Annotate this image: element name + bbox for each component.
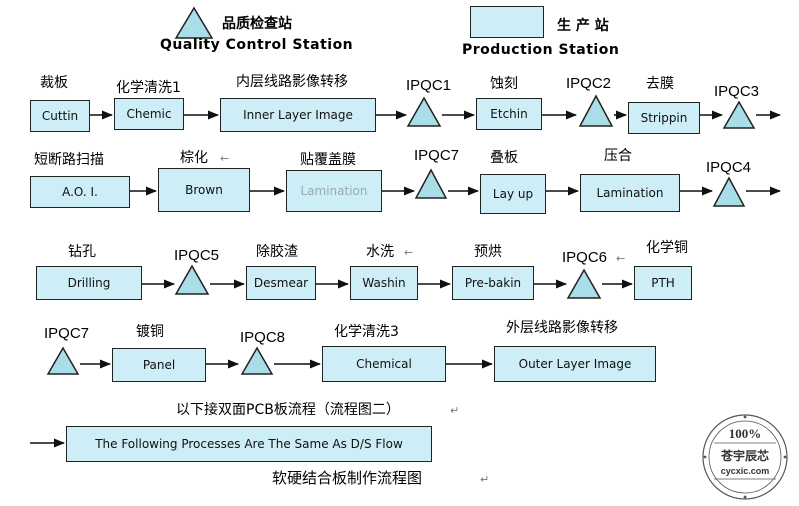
ipqc2-label: IPQC2	[566, 75, 612, 92]
washing-box: Washin	[350, 266, 418, 300]
ipqc1-triangle-icon	[406, 96, 442, 127]
ipqc7-row2-triangle-icon	[414, 168, 448, 199]
etching-box: Etchin	[476, 98, 542, 130]
stripping-box: Strippin	[628, 102, 700, 134]
ipqc1-label: IPQC1	[406, 77, 452, 94]
drilling-box: Drilling	[36, 266, 142, 300]
ipqc4-label: IPQC4	[706, 159, 752, 176]
ipqc7-row2-label: IPQC7	[414, 147, 460, 164]
ipqc3-triangle-icon	[722, 100, 756, 129]
chemical-clean-3-box: Chemical	[322, 346, 446, 382]
washing-label: 水洗	[366, 244, 394, 260]
etching-label: 蚀刻	[490, 76, 518, 92]
ipqc2-triangle-icon	[578, 94, 614, 127]
legend-production-box	[470, 6, 544, 38]
return-mark-caption: ↵	[480, 473, 490, 486]
aoi-label: 短断路扫描	[34, 152, 104, 168]
return-mark-wash: ←	[404, 246, 414, 259]
ipqc5-label: IPQC5	[174, 247, 220, 264]
chemical-clean-1-label: 化学清洗1	[116, 80, 181, 96]
inner-layer-box: Inner Layer Image	[220, 98, 376, 132]
continue-note: 以下接双面PCB板流程（流程图二）	[176, 402, 400, 418]
cutting-box: Cuttin	[30, 100, 90, 132]
ipqc7-row4-label: IPQC7	[44, 325, 90, 342]
pth-label: 化学铜	[646, 240, 688, 256]
watermark-url: cycxic.com	[721, 466, 770, 476]
ipqc3-label: IPQC3	[714, 83, 760, 100]
aoi-box: A.O. I.	[30, 176, 130, 208]
prebake-label: 预烘	[474, 244, 502, 260]
brown-box: Brown	[158, 168, 250, 212]
chemical-clean-1-box: Chemic	[114, 98, 184, 130]
ipqc6-label: IPQC6	[562, 249, 608, 266]
legend-qc-label: 品质检查站	[222, 16, 292, 32]
final-process-box: The Following Processes Are The Same As …	[66, 426, 432, 462]
ipqc4-triangle-icon	[712, 176, 746, 207]
desmear-box: Desmear	[246, 266, 316, 300]
coverlay-label: 贴覆盖膜	[300, 152, 356, 168]
return-mark-ipqc6: ←	[616, 252, 626, 265]
legend-production-english: Production Station	[462, 42, 620, 58]
ipqc7-row4-triangle-icon	[46, 346, 80, 375]
legend-production-label: 生 产 站	[557, 18, 609, 34]
ipqc6-triangle-icon	[566, 268, 602, 299]
cutting-label: 裁板	[40, 75, 68, 91]
outer-layer-box: Outer Layer Image	[494, 346, 656, 382]
ipqc5-triangle-icon	[174, 264, 210, 295]
pth-box: PTH	[634, 266, 692, 300]
lamination-box: Lamination	[580, 174, 680, 212]
ipqc8-label: IPQC8	[240, 329, 286, 346]
legend-qc-english: Quality Control Station	[160, 37, 354, 53]
watermark-seal-icon: 100% 苍宇辰芯 cycxic.com	[702, 414, 788, 500]
chemical-clean-3-label: 化学清洗3	[334, 324, 399, 340]
panel-plating-label: 镀铜	[136, 324, 164, 340]
diagram-caption: 软硬结合板制作流程图	[272, 469, 423, 487]
watermark-percent: 100%	[729, 426, 762, 441]
outer-layer-label: 外层线路影像转移	[506, 320, 618, 336]
panel-plating-box: Panel	[112, 348, 206, 382]
lamination-label: 压合	[604, 148, 632, 164]
ipqc8-triangle-icon	[240, 346, 274, 375]
desmear-label: 除胶渣	[256, 244, 298, 260]
return-mark-brown: ←	[220, 152, 230, 165]
legend-qc-triangle-icon	[174, 6, 214, 39]
stripping-label: 去膜	[646, 76, 674, 92]
return-mark-note: ↵	[450, 404, 460, 417]
brown-label: 棕化	[180, 150, 208, 166]
coverlay-lamination-box: Lamination	[286, 170, 382, 212]
layup-box: Lay up	[480, 174, 546, 214]
inner-layer-label: 内层线路影像转移	[236, 74, 348, 90]
drilling-label: 钻孔	[68, 244, 96, 260]
watermark-brand: 苍宇辰芯	[720, 448, 769, 463]
layup-label: 叠板	[490, 150, 518, 166]
prebake-box: Pre-bakin	[452, 266, 534, 300]
